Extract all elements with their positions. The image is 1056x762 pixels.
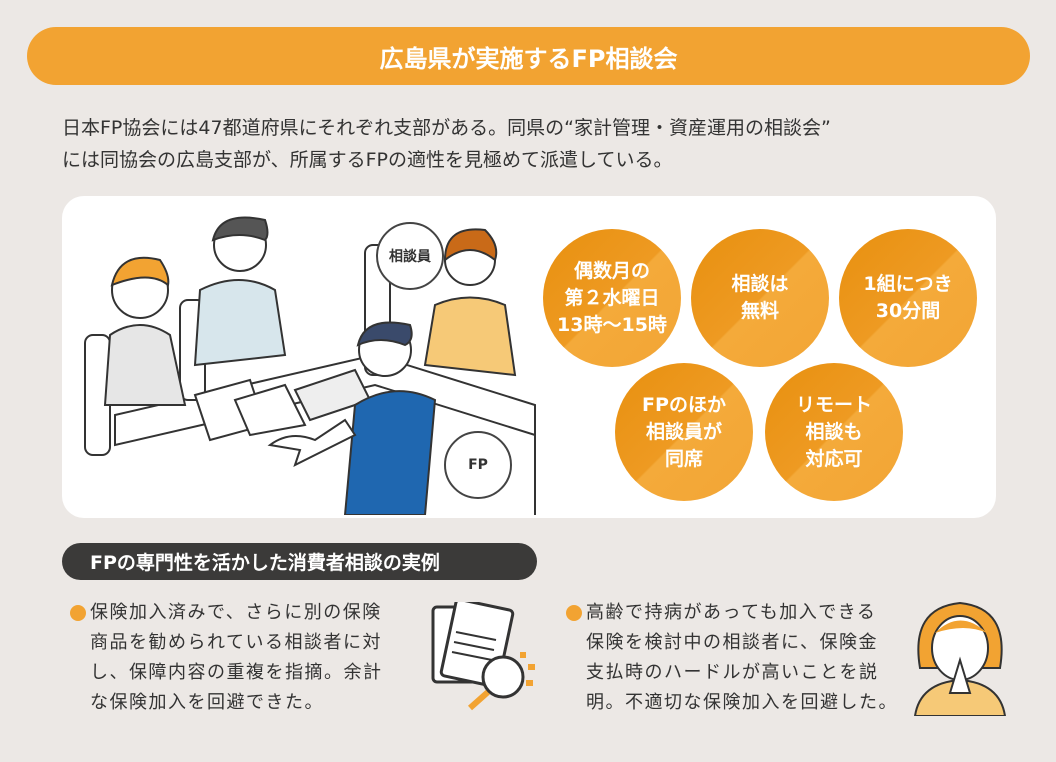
feature-free: 相談は 無料 [691,229,829,367]
example-line: 保険を検討中の相談者に、保険金 [586,632,878,653]
bullet-icon [566,605,582,621]
example-line: 商品を勧められている相談者に対 [90,632,382,653]
example-item: 保険加入済みで、さらに別の保険 商品を勧められている相談者に対 し、保障内容の重… [70,598,383,718]
feature-duration: 1組につき 30分間 [839,229,977,367]
feature-line: 偶数月の [573,259,650,282]
feature-line: 相談も [805,420,863,443]
bullet-icon [70,605,86,621]
example-line: な保険加入を回避できた。 [90,692,324,713]
counselor-label: 相談員 [376,222,444,290]
feature-line: 同席 [664,447,703,470]
feature-line: FPのほか [642,393,726,416]
example-line: 明。不適切な保険加入を回避した。 [586,692,898,713]
feature-line: 30分間 [875,300,941,322]
feature-line: 相談は [731,273,789,295]
examples-heading: FPの専門性を活かした消費者相談の実例 [62,543,537,580]
feature-line: リモート [795,393,872,416]
relieved-woman-illustration [913,601,1007,716]
example-line: 支払時のハードルが高いことを説 [586,662,879,683]
intro-line: には同協会の広島支部が、所属するFPの適性を見極めて派遣している。 [62,149,673,171]
feature-line: 無料 [740,300,779,322]
feature-line: 第２水曜日 [564,286,660,309]
feature-remote: リモート 相談も 対応可 [765,363,903,501]
example-line: 保険加入済みで、さらに別の保険 [90,602,382,623]
example-line: し、保障内容の重複を指摘。余計 [90,662,383,683]
feature-counselor: FPのほか 相談員が 同席 [615,363,753,501]
feature-line: 相談員が [645,420,722,443]
meeting-illustration [84,216,536,515]
example-line: 高齢で持病があっても加入できる [586,602,877,623]
intro-text: 日本FP協会には47都道府県にそれぞれ支部がある。同県の“家計管理・資産運用の相… [62,112,831,176]
fp-label: FP [444,431,512,499]
feature-line: 対応可 [805,447,863,470]
feature-schedule: 偶数月の 第２水曜日 13時～15時 [543,229,681,367]
feature-line: 1組につき [863,273,953,295]
document-magnifier-icon [431,602,535,711]
example-item: 高齢で持病があっても加入できる 保険を検討中の相談者に、保険金 支払時のハードル… [566,598,898,718]
page-title: 広島県が実施するFP相談会 [27,27,1030,85]
intro-line: 日本FP協会には47都道府県にそれぞれ支部がある。同県の“家計管理・資産運用の相… [62,117,831,139]
feature-line: 13時～15時 [557,313,667,336]
